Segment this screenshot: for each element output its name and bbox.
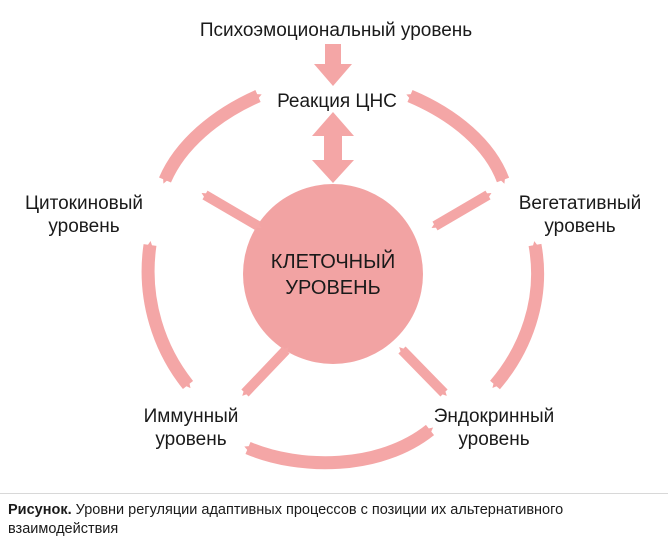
caption-separator <box>0 493 668 494</box>
arrow-cytokine-immune <box>141 241 194 390</box>
arrow-vegetative-endocrine <box>490 241 545 390</box>
label-immune-1: Иммунный <box>144 406 239 427</box>
arrow-cns-cytokine <box>159 90 262 184</box>
arrow-endocrine-center <box>398 346 448 397</box>
label-psycho: Психоэмоциональный уровень <box>200 20 472 41</box>
figure-caption: Рисунок. Уровни регуляции адаптивных про… <box>8 501 660 539</box>
arrow-immune-center <box>241 346 290 397</box>
diagram: Психоэмоциональный уровень Реакция ЦНС Ц… <box>25 20 642 470</box>
arrow-vegetative-center <box>431 190 492 231</box>
label-cytokine-2: уровень <box>48 216 119 237</box>
arrow-immune-endocrine <box>244 424 435 470</box>
center-label-2: УРОВЕНЬ <box>285 277 380 299</box>
label-endocrine-2: уровень <box>458 429 529 450</box>
center-label-1: КЛЕТОЧНЫЙ <box>271 249 395 273</box>
diagonal-arrows <box>201 190 492 397</box>
arrow-psycho-to-cns <box>314 44 352 86</box>
arrow-cytokine-center <box>201 190 262 231</box>
caption-label: Рисунок. <box>8 502 72 518</box>
arrow-cns-vegetative <box>406 90 510 184</box>
label-immune-2: уровень <box>155 429 226 450</box>
label-cytokine-1: Цитокиновый <box>25 193 143 214</box>
caption-text: Уровни регуляции адаптивных процессов с … <box>8 502 564 537</box>
arrow-cns-center <box>312 112 354 183</box>
label-vegetative-2: уровень <box>544 216 615 237</box>
label-cns: Реакция ЦНС <box>277 91 397 112</box>
outer-arrows <box>141 90 545 470</box>
label-endocrine-1: Эндокринный <box>434 406 555 427</box>
label-vegetative-1: Вегетативный <box>519 193 642 214</box>
center-circle <box>243 184 423 364</box>
radial-arrows <box>312 44 354 183</box>
